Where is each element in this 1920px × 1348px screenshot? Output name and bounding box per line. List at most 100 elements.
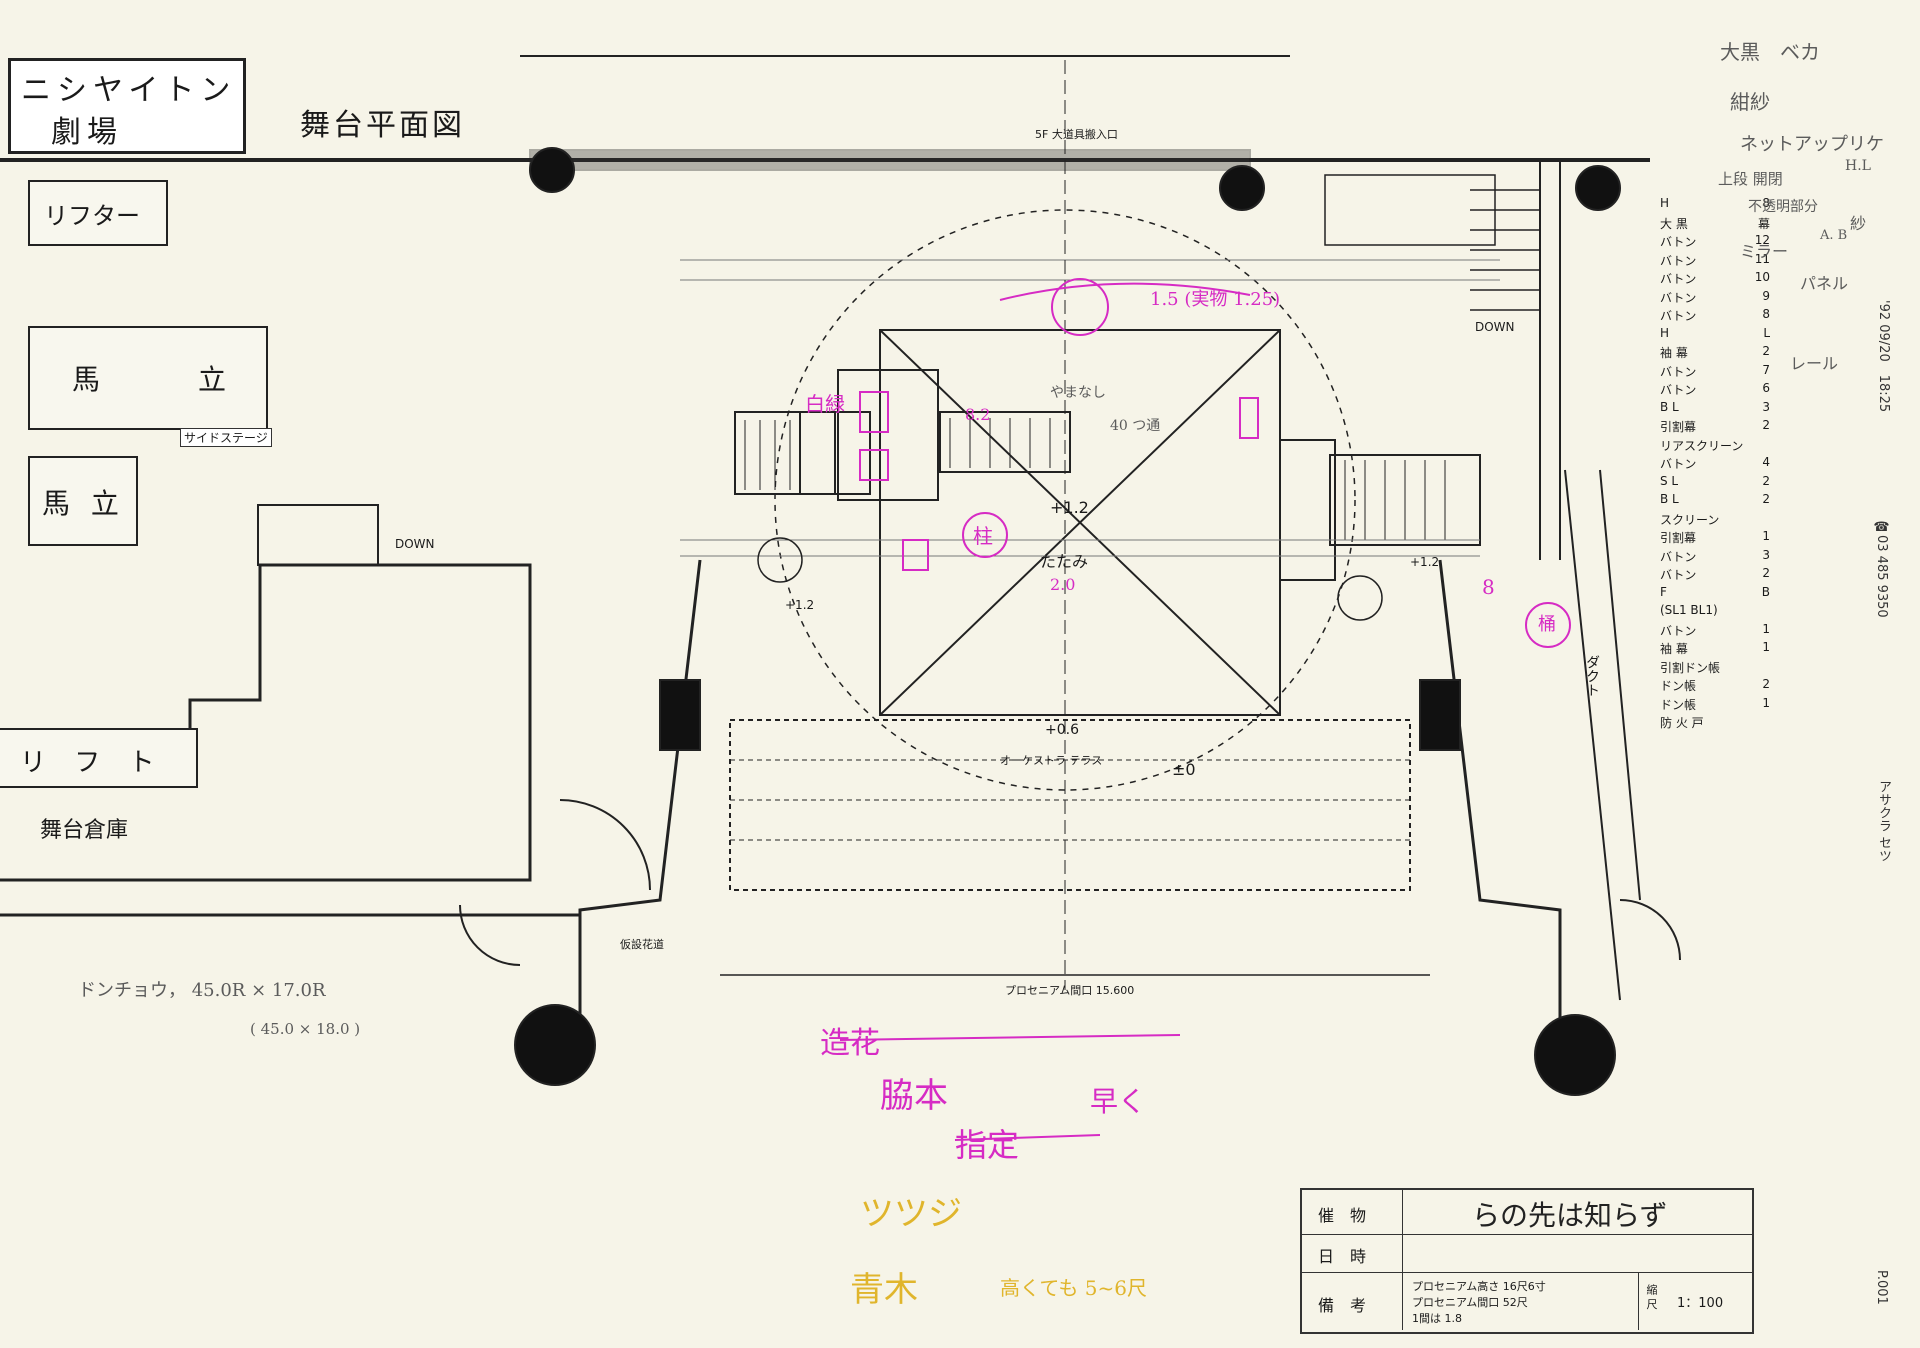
scale-value: 1：100 [1677, 1296, 1724, 1311]
event-header: 催 物 [1318, 1206, 1367, 1225]
legend-number: B [1761, 584, 1770, 599]
legend-name: 袖 幕 [1660, 642, 1688, 656]
note-line-2: プロセニアム間口 52尺 [1412, 1296, 1528, 1309]
note-height: 1.5 (実物 1.25) [1150, 289, 1281, 310]
legend-number: 3 [1762, 547, 1770, 562]
legend-name: 引割ドン帳 [1660, 660, 1721, 675]
legend-name: バトン [1660, 272, 1697, 286]
fax-page: P.001 [1874, 1270, 1889, 1305]
note-dim-20: 2.0 [1050, 575, 1076, 594]
legend-name: バトン [1660, 235, 1697, 249]
legend-number: 9 [1762, 288, 1770, 303]
note-script: 脇本 [880, 1076, 948, 1116]
legend-number: 2 [1762, 566, 1770, 580]
logo-top-text: ニシヤイトン [21, 73, 237, 108]
lift-box: リ フ ト [0, 728, 198, 788]
right-down-label: DOWN [1475, 320, 1515, 334]
right-steps [1329, 454, 1481, 546]
note-early: 早く [1090, 1085, 1147, 1118]
front-pillar-right [1534, 1014, 1616, 1096]
legend-number: 11 [1754, 251, 1770, 266]
horse-stand-label-1: 馬 立 [72, 363, 241, 396]
date-header: 日 時 [1318, 1247, 1367, 1266]
legend-name: スクリーン [1660, 512, 1720, 527]
legend-name: リアスクリーン [1660, 438, 1744, 453]
side-stage-label: サイドステージ [180, 428, 272, 447]
note-white-green: 白緑 [805, 392, 845, 416]
legend-row: 引割幕 2 [1660, 418, 1770, 437]
legend-row: 引割ドン帳 [1660, 659, 1770, 678]
magenta-markup [839, 278, 1571, 1141]
proscenium-width-label: プロセニアム間口 15.600 [1005, 984, 1135, 997]
left-down-label: DOWN [395, 537, 435, 551]
horse-stand-label-2: 馬 立 [42, 487, 125, 520]
note-navy-gauze: 紺紗 [1730, 90, 1770, 114]
left-stair-block [257, 504, 379, 566]
tree-left [757, 537, 803, 583]
level-left-label: +1.2 [785, 598, 815, 612]
legend-number: 2 [1762, 344, 1770, 358]
legend-name: (SL1 BL1) [1660, 603, 1718, 617]
note-line-3: 1間は 1.8 [1412, 1312, 1462, 1325]
tree-right [1337, 575, 1383, 621]
note-tub: 桶 [1538, 614, 1556, 635]
legend-number: 幕 [1757, 216, 1770, 231]
curtain-dimensions-alt: ( 45.0 × 18.0 ) [250, 1020, 361, 1038]
legend-name: H [1660, 325, 1670, 340]
legend-name: バトン [1660, 364, 1697, 379]
legend-number: 2 [1762, 677, 1770, 691]
storage-label: 舞台倉庫 [40, 818, 129, 843]
title-header-column [1302, 1190, 1403, 1330]
legend-name: 引割幕 [1660, 531, 1697, 545]
note-gauze: 紗 [1850, 214, 1867, 233]
scale-cell: 縮 尺 1：100 [1638, 1272, 1751, 1330]
note-rail: レール [1790, 354, 1839, 373]
rear-pillar [1219, 165, 1265, 211]
legend-number: 4 [1762, 455, 1770, 469]
orchestra-label: オーケストラ テラス [1000, 754, 1103, 767]
legend-name: B L [1660, 399, 1679, 414]
horse-stand-box-2: 馬 立 [28, 456, 138, 546]
legend-number: 7 [1762, 362, 1770, 377]
legend-name: B L [1660, 492, 1679, 506]
legend-name: バトン [1660, 290, 1697, 305]
legend-row: ドン帳 2 [1660, 677, 1770, 696]
left-proscenium [578, 559, 702, 1040]
legend-name: 大 黒 [1660, 216, 1688, 231]
legend-name: 引割幕 [1660, 420, 1697, 434]
legend-name: ドン帳 [1660, 679, 1697, 693]
legend-number: 2 [1762, 418, 1770, 432]
legend-row: バトン 4 [1660, 455, 1770, 474]
legend-row: バトン 9 [1660, 289, 1770, 308]
level-front-label: +0.6 [1045, 722, 1079, 738]
legend-number: 1 [1762, 640, 1770, 654]
note-pillar: 柱 [973, 524, 993, 548]
legend-name: バトン [1660, 457, 1697, 471]
legend-row: (SL1 BL1) [1660, 603, 1770, 622]
fax-tel: ☎03 485 9350 [1874, 520, 1889, 618]
hanamichi-label: 仮設花道 [620, 938, 664, 951]
legend-name: ドン帳 [1660, 697, 1697, 712]
horse-stand-box-1: 馬 立 [28, 326, 268, 430]
legend-name: H [1660, 196, 1670, 210]
legend-row: 防 火 戸 [1660, 714, 1770, 733]
level-right-label: +1.2 [1410, 555, 1440, 569]
orchestra-terrace [729, 719, 1411, 891]
loading-entrance-label: 5F 大道具搬入口 [1035, 128, 1118, 141]
legend-row: バトン 2 [1660, 566, 1770, 585]
legend-row: スクリーン [1660, 511, 1770, 530]
note-mirror: ミラー [1740, 242, 1789, 261]
note-40: 40 つ通 [1110, 418, 1161, 434]
legend-number: 8 [1762, 307, 1770, 321]
rear-pillar [529, 147, 575, 193]
legend-name: バトン [1660, 568, 1697, 582]
